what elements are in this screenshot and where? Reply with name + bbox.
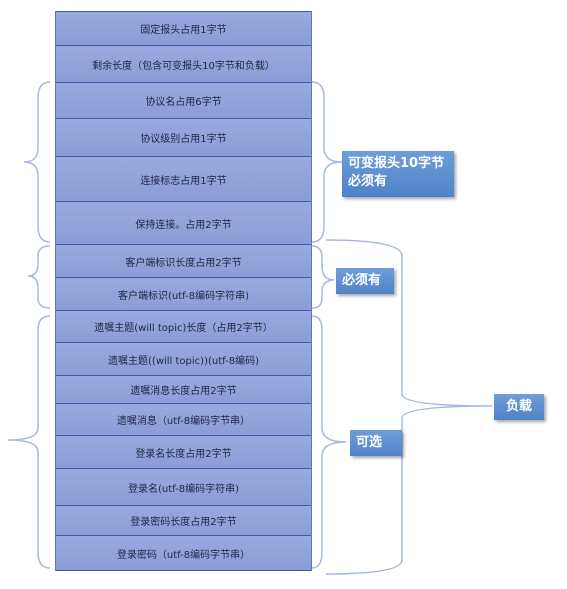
field-label: 登录名(utf-8编码字符串) <box>127 483 239 495</box>
field-client-id: 客户端标识(utf-8编码字符串) <box>56 277 311 310</box>
right-brace-variable-header <box>311 81 343 243</box>
field-label: 登录名长度占用2字节 <box>135 448 232 460</box>
field-password: 登录密码（utf-8编码字节串） <box>56 535 311 571</box>
label-optional: 可选 <box>350 430 402 456</box>
label-required: 必须有 <box>336 268 394 294</box>
field-password-length: 登录密码长度占用2字节 <box>56 505 311 535</box>
left-brace-variable-header <box>23 81 51 243</box>
label-variable-header: 可变报头10字节 必须有 <box>342 151 454 197</box>
field-will-topic-length: 遗嘱主题(will topic)长度（占用2字节） <box>56 310 311 342</box>
field-protocol-name: 协议名占用6字节 <box>56 82 311 118</box>
right-brace-optional <box>311 315 347 569</box>
field-label: 遗嘱消息（utf-8编码字节串） <box>116 416 251 427</box>
right-brace-required <box>311 245 335 309</box>
field-keep-alive: 保持连接。占用2字节 <box>56 201 311 244</box>
mqtt-connect-packet-structure: 固定报头占用1字节 剩余长度（包含可变报头10字节和负载） 协议名占用6字节 协… <box>55 11 312 571</box>
field-will-topic: 遗嘱主题((will topic))(utf-8编码) <box>56 342 311 375</box>
field-protocol-level: 协议级别占用1字节 <box>56 118 311 156</box>
field-fixed-header: 固定报头占用1字节 <box>56 11 311 45</box>
field-connect-flags: 连接标志占用1字节 <box>56 156 311 201</box>
left-brace-optional <box>7 315 51 569</box>
field-label: 遗嘱主题(will topic)长度（占用2字节） <box>94 323 273 334</box>
field-will-message-length: 遗嘱消息长度占用2字节 <box>56 375 311 403</box>
field-label: 登录密码（utf-8编码字节串） <box>116 549 251 561</box>
field-label: 登录密码长度占用2字节 <box>130 517 237 528</box>
field-username: 登录名(utf-8编码字符串) <box>56 468 311 505</box>
field-label: 保持连接。占用2字节 <box>135 219 232 231</box>
left-brace-required <box>27 245 51 309</box>
field-label: 客户端标识长度占用2字节 <box>125 257 242 269</box>
label-variable-header-line2: 必须有 <box>348 174 388 189</box>
field-will-message: 遗嘱消息（utf-8编码字节串） <box>56 403 311 435</box>
field-client-id-length: 客户端标识长度占用2字节 <box>56 244 311 277</box>
label-variable-header-line1: 可变报头10字节 <box>348 156 445 171</box>
field-label: 协议级别占用1字节 <box>140 134 227 145</box>
field-label: 遗嘱主题((will topic))(utf-8编码) <box>108 355 259 367</box>
field-label: 固定报头占用1字节 <box>140 25 227 36</box>
field-remaining-length: 剩余长度（包含可变报头10字节和负载） <box>56 45 311 82</box>
field-label: 协议名占用6字节 <box>145 97 222 108</box>
field-label: 连接标志占用1字节 <box>140 175 227 187</box>
field-label: 剩余长度（包含可变报头10字节和负载） <box>92 60 275 72</box>
label-payload: 负载 <box>494 394 544 420</box>
field-label: 客户端标识(utf-8编码字符串) <box>117 290 249 302</box>
field-label: 遗嘱消息长度占用2字节 <box>130 386 237 397</box>
field-username-length: 登录名长度占用2字节 <box>56 435 311 468</box>
